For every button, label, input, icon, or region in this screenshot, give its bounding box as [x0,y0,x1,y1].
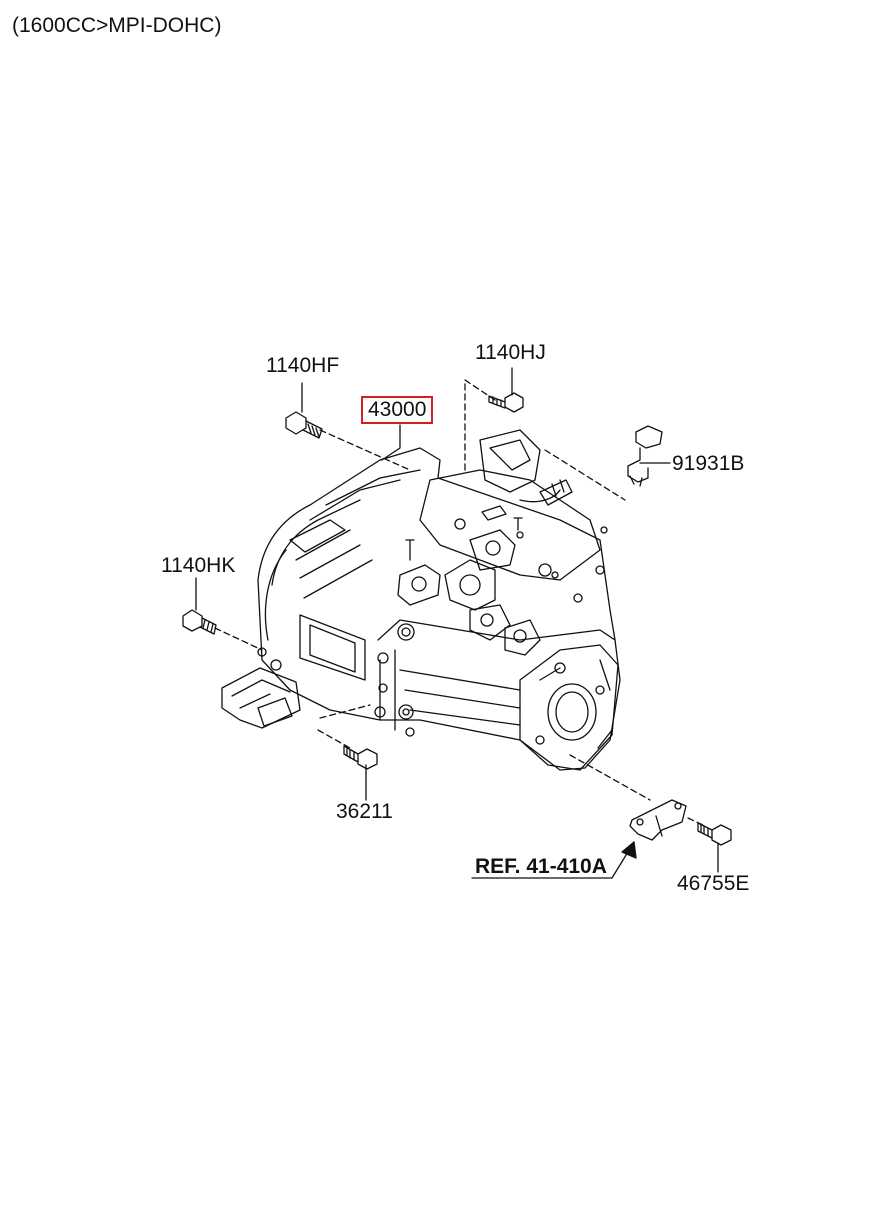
part-label-1140hf[interactable]: 1140HF [266,354,340,377]
bolt-1140hj [488,392,524,413]
bolt-1140hf [285,411,323,439]
sensor-91931b [627,425,663,487]
bolt-46755e [697,822,732,846]
part-label-46755e[interactable]: 46755E [677,872,750,895]
part-label-36211[interactable]: 36211 [336,800,393,823]
shift-cable-bracket [621,799,687,859]
part-label-1140hj[interactable]: 1140HJ [475,341,546,364]
reference-label[interactable]: REF. 41-410A [475,855,607,878]
part-label-1140hk[interactable]: 1140HK [161,554,236,577]
bolt-36211 [343,745,378,770]
engine-spec-header: (1600CC>MPI-DOHC) [12,14,222,37]
leader-lines [195,367,719,879]
part-label-91931b[interactable]: 91931B [672,452,745,475]
transaxle-assembly [221,429,621,771]
part-label-43000[interactable]: 43000 [361,396,434,424]
bolt-1140hk [182,609,217,635]
